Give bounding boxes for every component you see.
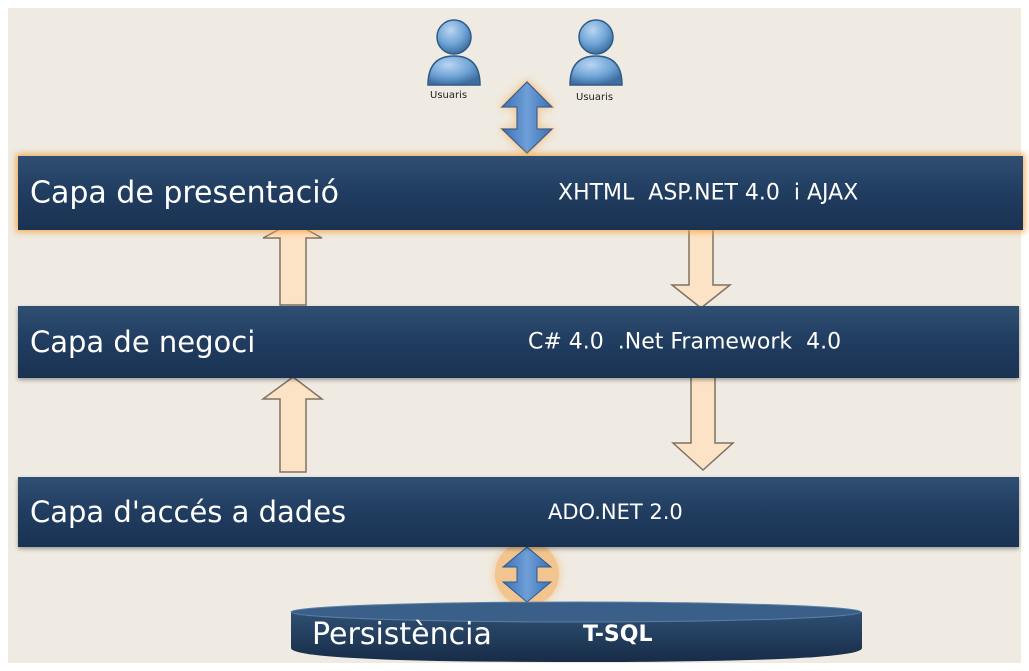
down-arrow-icon [669, 221, 733, 309]
layer-title: Capa de presentació [30, 175, 339, 211]
layer-technologies: C# 4.0 .Net Framework 4.0 [528, 329, 842, 355]
business-layer: Capa de negoci C# 4.0 .Net Framework 4.0 [18, 306, 1019, 378]
layer-title: Capa de negoci [30, 325, 256, 359]
layer-title: Capa d'accés a dades [30, 495, 347, 529]
persistence-title: Persistència [312, 617, 492, 652]
users-double-arrow-icon [499, 80, 555, 155]
up-arrow-icon [262, 221, 323, 306]
layer-technologies: ADO.NET 2.0 [548, 500, 683, 524]
user-label: Usuaris [576, 92, 614, 103]
data-access-layer: Capa d'accés a dades ADO.NET 2.0 [18, 477, 1019, 547]
down-arrow-icon [671, 373, 735, 472]
persistence-technology: T-SQL [583, 622, 653, 647]
layer-technologies: XHTML ASP.NET 4.0 i AJAX [558, 180, 859, 206]
presentation-layer: Capa de presentació XHTML ASP.NET 4.0 i … [18, 156, 1023, 230]
user-icon-right [569, 19, 623, 86]
persistence-cylinder [290, 601, 862, 662]
user-icon-left [427, 19, 481, 86]
user-label: Usuaris [430, 90, 468, 101]
up-arrow-icon [260, 376, 325, 473]
data-double-arrow-icon [495, 542, 559, 606]
